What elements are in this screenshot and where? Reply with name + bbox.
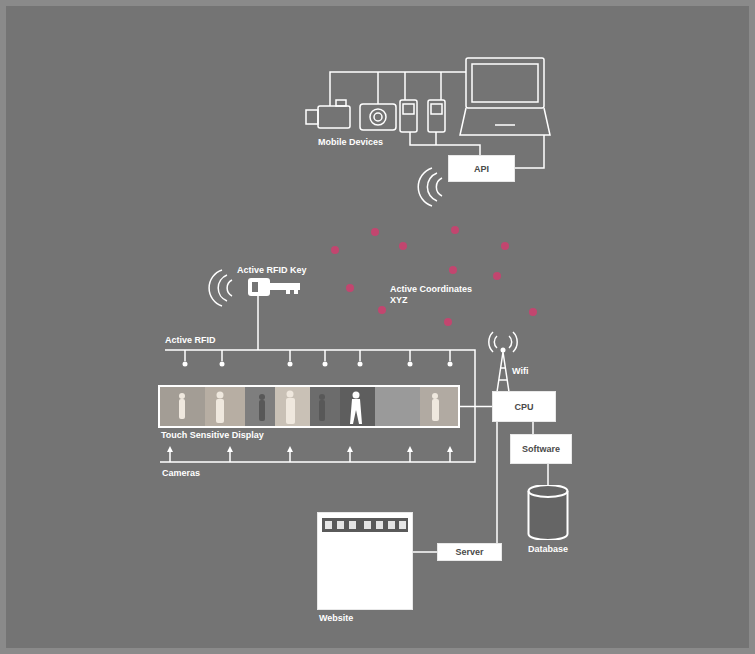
website-header — [322, 518, 408, 532]
part-label: Active RFID — [165, 335, 245, 346]
cylinder-outline — [527, 485, 569, 540]
part-label: Active RFID Key — [237, 265, 327, 276]
api-box: API — [448, 155, 515, 182]
connector-line — [532, 422, 534, 434]
connector-line — [413, 551, 437, 553]
cpu-box: CPU — [492, 391, 556, 422]
software-box: Software — [510, 434, 572, 464]
database-cylinder: Database — [527, 485, 569, 540]
server-box: Server — [437, 543, 502, 561]
connector-line — [460, 406, 492, 408]
part-label: Mobile Devices — [318, 137, 408, 148]
node-caption: Database — [528, 544, 568, 554]
box-label: Server — [455, 547, 483, 557]
website-box: Website — [317, 512, 413, 610]
box-label: Software — [522, 444, 560, 454]
node-caption: Touch Sensitive Display — [161, 430, 264, 440]
box-label: CPU — [514, 402, 533, 412]
part-label: Cameras — [162, 468, 242, 479]
node-caption: Website — [319, 613, 353, 623]
connector-line — [496, 422, 498, 543]
box-label: API — [474, 164, 489, 174]
part-label: Wifi — [512, 366, 552, 377]
part-label: Active Coordinates XYZ — [390, 284, 485, 306]
connector-line — [547, 464, 549, 485]
touch-display: Touch Sensitive Display — [158, 385, 460, 428]
